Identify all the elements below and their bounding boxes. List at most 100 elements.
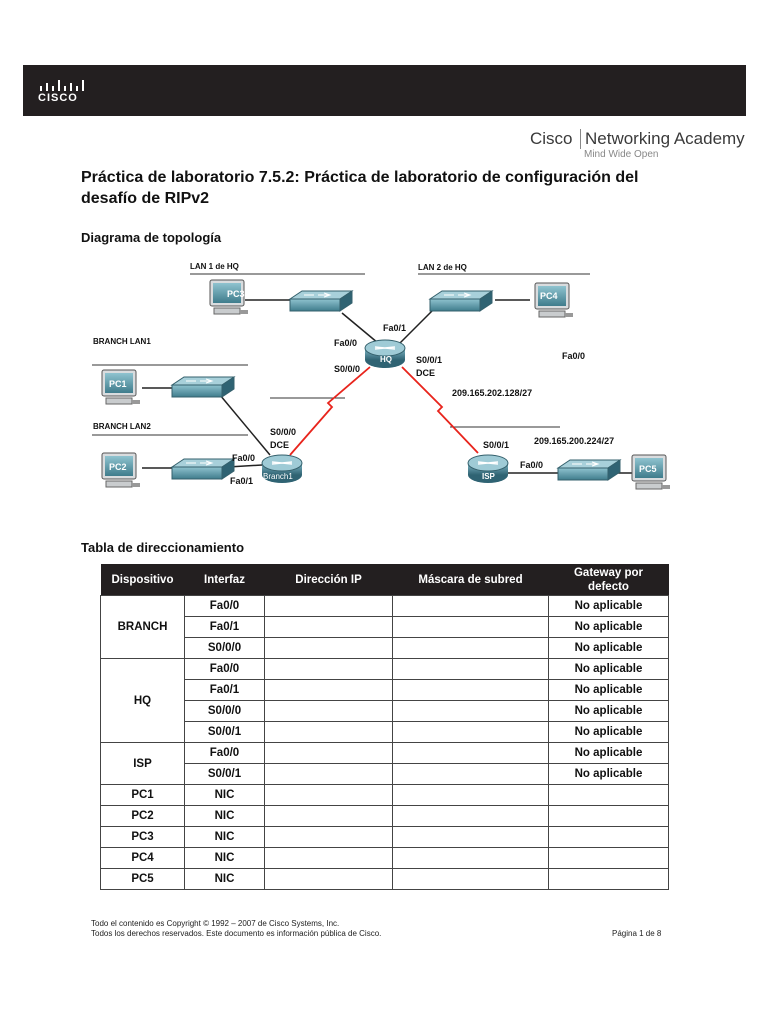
pc5-label: PC5 — [639, 464, 657, 474]
cell-mask — [392, 805, 549, 827]
cisco-bridge-logo-icon — [40, 80, 84, 91]
cell-ip — [264, 658, 393, 680]
cell-gateway: No aplicable — [548, 658, 669, 680]
cisco-logo-text: CISCO — [38, 92, 78, 104]
cell-ip — [264, 616, 393, 638]
pc1-label: PC1 — [109, 379, 127, 389]
cell-mask — [392, 826, 549, 848]
serial-link-branch-hq — [289, 366, 371, 456]
academy-tagline: Mind Wide Open — [584, 149, 659, 160]
cell-gateway: No aplicable — [548, 679, 669, 701]
cell-gateway — [548, 826, 669, 848]
col-header-ip: Dirección IP — [264, 564, 393, 596]
cell-ip — [264, 679, 393, 701]
pc4-label: PC4 — [540, 291, 558, 301]
cell-mask — [392, 742, 549, 764]
cell-device: ISP — [100, 742, 185, 785]
cell-interface: S0/0/0 — [184, 637, 265, 659]
cell-ip — [264, 637, 393, 659]
isp-lan-switch-icon — [557, 459, 621, 481]
addressing-table: Dispositivo Interfaz Dirección IP Máscar… — [100, 564, 669, 890]
cell-device: BRANCH — [100, 595, 185, 659]
cell-ip — [264, 868, 393, 890]
hq-s000-label: S0/0/0 — [334, 364, 360, 374]
cell-mask — [392, 721, 549, 743]
branch-fa00-label: Fa0/0 — [232, 453, 255, 463]
cell-interface: Fa0/0 — [184, 595, 265, 617]
cell-gateway: No aplicable — [548, 721, 669, 743]
hq-fa01-label: Fa0/1 — [383, 323, 406, 333]
cell-ip — [264, 700, 393, 722]
cell-interface: Fa0/0 — [184, 742, 265, 764]
page-number: Página 1 de 8 — [612, 929, 662, 938]
lan2-hq-label: LAN 2 de HQ — [418, 263, 467, 272]
cell-interface: NIC — [184, 826, 265, 848]
cell-mask — [392, 763, 549, 785]
cell-ip — [264, 595, 393, 617]
cell-gateway: No aplicable — [548, 763, 669, 785]
cell-device: PC5 — [100, 868, 185, 890]
cell-mask — [392, 847, 549, 869]
hq-fa00-label: Fa0/0 — [334, 338, 357, 348]
footer-copyright: Todo el contenido es Copyright © 1992 – … — [91, 919, 381, 939]
cell-gateway: No aplicable — [548, 637, 669, 659]
table-row: S0/0/0 No aplicable — [101, 637, 669, 659]
branch-lan2-switch-icon — [171, 458, 235, 480]
cell-device: PC3 — [100, 826, 185, 848]
table-header-row: Dispositivo Interfaz Dirección IP Máscar… — [100, 564, 669, 596]
ethernet-link — [341, 312, 379, 344]
page-title: Práctica de laboratorio 7.5.2: Práctica … — [81, 169, 639, 207]
cell-interface: NIC — [184, 847, 265, 869]
cell-mask — [392, 868, 549, 890]
cell-mask — [392, 637, 549, 659]
cell-mask — [392, 658, 549, 680]
pc3-label: PC3 — [227, 289, 245, 299]
cell-interface: Fa0/1 — [184, 616, 265, 638]
footer-line-2: Todos los derechos reservados. Este docu… — [91, 929, 382, 938]
cell-interface: Fa0/0 — [184, 658, 265, 680]
isp-router-label: ISP — [482, 472, 496, 481]
table-row: Fa0/1 No aplicable — [101, 616, 669, 638]
serial-link-hq-isp — [401, 366, 479, 454]
cell-ip — [264, 721, 393, 743]
cell-interface: NIC — [184, 805, 265, 827]
pc2-label: PC2 — [109, 462, 127, 472]
cell-device: PC2 — [100, 805, 185, 827]
cell-gateway — [548, 784, 669, 806]
hq-lan2-switch-icon — [429, 290, 493, 312]
branch-lan1-label: BRANCH LAN1 — [93, 337, 151, 346]
isp-s001-label: S0/0/1 — [483, 440, 509, 450]
branch-lan1-switch-icon — [171, 376, 235, 398]
table-row: S0/0/1 No aplicable — [101, 721, 669, 743]
cell-ip — [264, 742, 393, 764]
branch-dce-label: DCE — [270, 440, 289, 450]
cell-mask — [392, 595, 549, 617]
cell-gateway: No aplicable — [548, 616, 669, 638]
cell-mask — [392, 700, 549, 722]
cell-interface: NIC — [184, 868, 265, 890]
cell-mask — [392, 616, 549, 638]
cell-gateway — [548, 868, 669, 890]
cell-ip — [264, 805, 393, 827]
cell-device: PC4 — [100, 847, 185, 869]
cell-device: PC1 — [100, 784, 185, 806]
cell-device: HQ — [100, 658, 185, 743]
cell-gateway — [548, 805, 669, 827]
cell-interface: S0/0/1 — [184, 763, 265, 785]
cell-interface: Fa0/1 — [184, 679, 265, 701]
branch-fa01-label: Fa0/1 — [230, 476, 253, 486]
cell-mask — [392, 784, 549, 806]
cell-interface: S0/0/1 — [184, 721, 265, 743]
table-heading: Tabla de direccionamiento — [81, 540, 245, 555]
cell-interface: S0/0/0 — [184, 700, 265, 722]
cell-ip — [264, 784, 393, 806]
cell-ip — [264, 826, 393, 848]
branch-s000-label: S0/0/0 — [270, 427, 296, 437]
